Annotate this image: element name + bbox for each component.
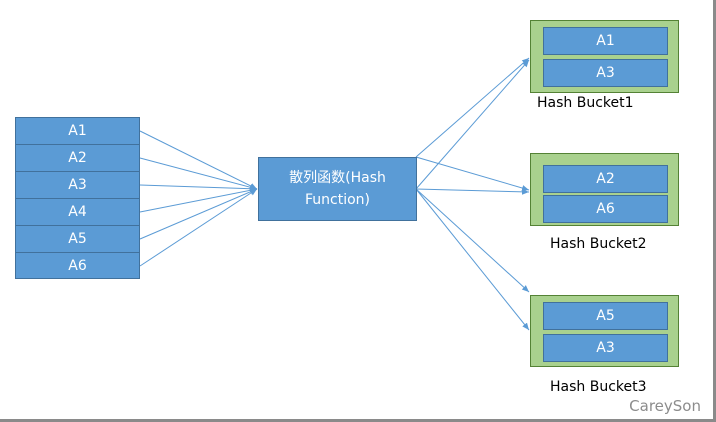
arrow-a6-to-hash (139, 188, 258, 267)
watermark-text: CareySon (629, 397, 701, 415)
bucket2-item-a6: A6 (543, 195, 668, 223)
input-key-a6: A6 (15, 252, 140, 279)
arrow-a5-to-hash (139, 188, 258, 240)
bucket2-item-a2: A2 (543, 165, 668, 193)
hash-bucket-2-label: Hash Bucket2 (550, 236, 647, 252)
hash-function-label-line1: 散列函数(Hash (289, 170, 386, 186)
hash-bucket-3-label: Hash Bucket3 (550, 379, 647, 395)
input-key-a5: A5 (15, 225, 140, 252)
input-key-list: A1 A2 A3 A4 A5 A6 (15, 117, 140, 279)
input-key-a4: A4 (15, 198, 140, 225)
input-key-a2: A2 (15, 144, 140, 171)
arrow-hash-to-bucket1-b (415, 59, 530, 190)
bucket1-item-a1: A1 (543, 27, 668, 55)
arrow-hash-to-bucket2-b (415, 188, 530, 195)
bucket3-item-a5: A5 (543, 302, 668, 330)
input-key-a1: A1 (15, 117, 140, 144)
arrow-hash-to-bucket3-a (415, 188, 530, 293)
bucket1-item-a3: A3 (543, 59, 668, 87)
hash-bucket-2: A2 A6 (530, 153, 679, 226)
bucket3-item-a3: A3 (543, 334, 668, 362)
hash-function-box: 散列函数(Hash Function) (258, 157, 417, 221)
arrow-a2-to-hash (139, 157, 258, 191)
arrow-hash-to-bucket3-b (415, 188, 530, 331)
arrow-a4-to-hash (139, 187, 258, 213)
arrow-a3-to-hash (139, 184, 258, 192)
hash-bucket-1: A1 A3 (530, 20, 679, 93)
hash-bucket-3: A5 A3 (530, 295, 679, 367)
arrow-hash-to-bucket1-a (415, 57, 530, 158)
hash-bucket-1-label: Hash Bucket1 (537, 95, 634, 111)
arrow-hash-to-bucket2-a (415, 156, 530, 191)
hash-function-label-line2: Function) (304, 192, 370, 208)
arrow-a1-to-hash (139, 130, 258, 190)
input-key-a3: A3 (15, 171, 140, 198)
